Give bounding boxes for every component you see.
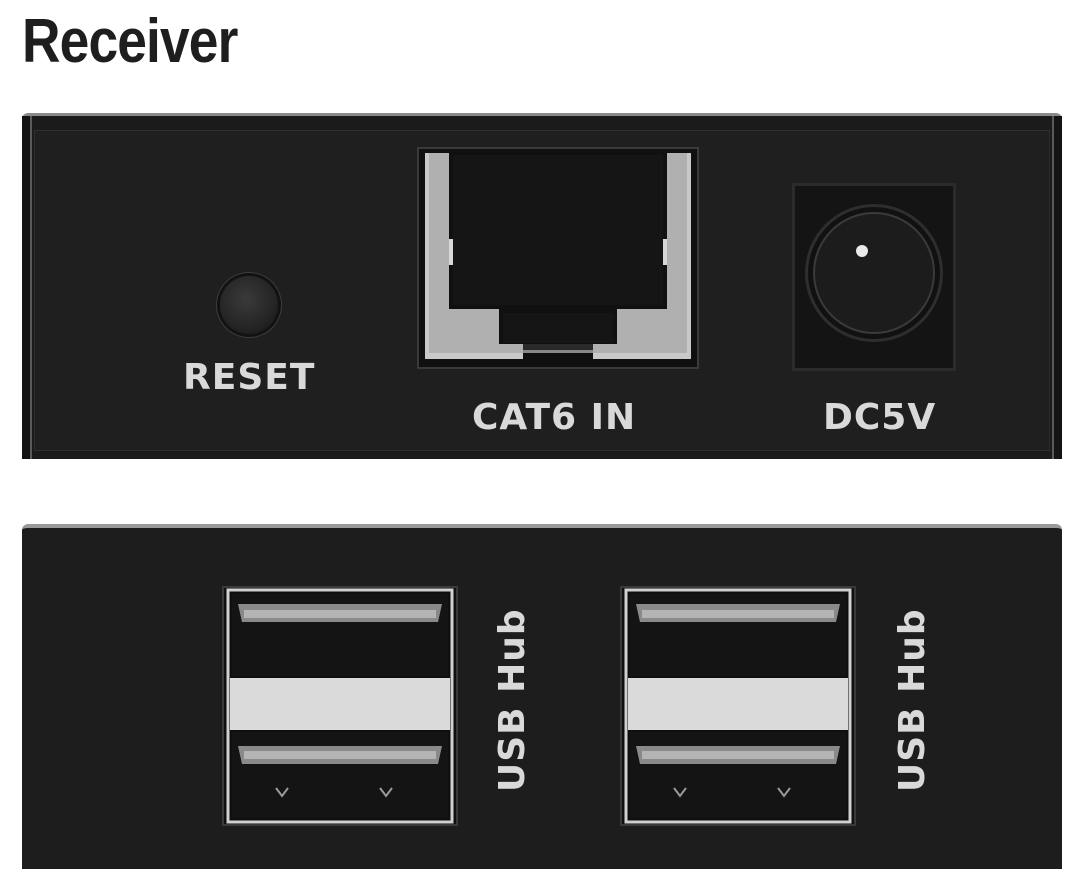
usb-hub-label-2: USB Hub [892, 608, 933, 792]
panel-edge-right [1052, 116, 1062, 459]
dc5v-power-jack[interactable] [792, 183, 956, 371]
power-jack-icon [808, 207, 940, 339]
dc5v-label: DC5V [823, 397, 937, 438]
page-title: Receiver [22, 7, 238, 76]
usb-hub-port-pair-2[interactable] [620, 586, 856, 826]
usb-ports-icon [226, 588, 454, 824]
rj45-port-icon [425, 153, 691, 359]
usb-hub-port-pair-1[interactable] [222, 586, 458, 826]
usb-ports-icon [624, 588, 852, 824]
usb-hub-label-1: USB Hub [492, 608, 533, 792]
panel-edge-left [22, 116, 32, 459]
reset-button[interactable] [220, 276, 278, 334]
front-face: RESET CAT6 IN [34, 130, 1050, 451]
reset-label: RESET [183, 357, 316, 398]
power-jack-pin [856, 245, 868, 257]
receiver-front-panel: RESET CAT6 IN [22, 113, 1062, 459]
cat6-in-label: CAT6 IN [472, 397, 637, 438]
receiver-rear-panel: USB Hub USB Hub [22, 524, 1062, 869]
cat6-rj45-port[interactable] [417, 147, 699, 369]
